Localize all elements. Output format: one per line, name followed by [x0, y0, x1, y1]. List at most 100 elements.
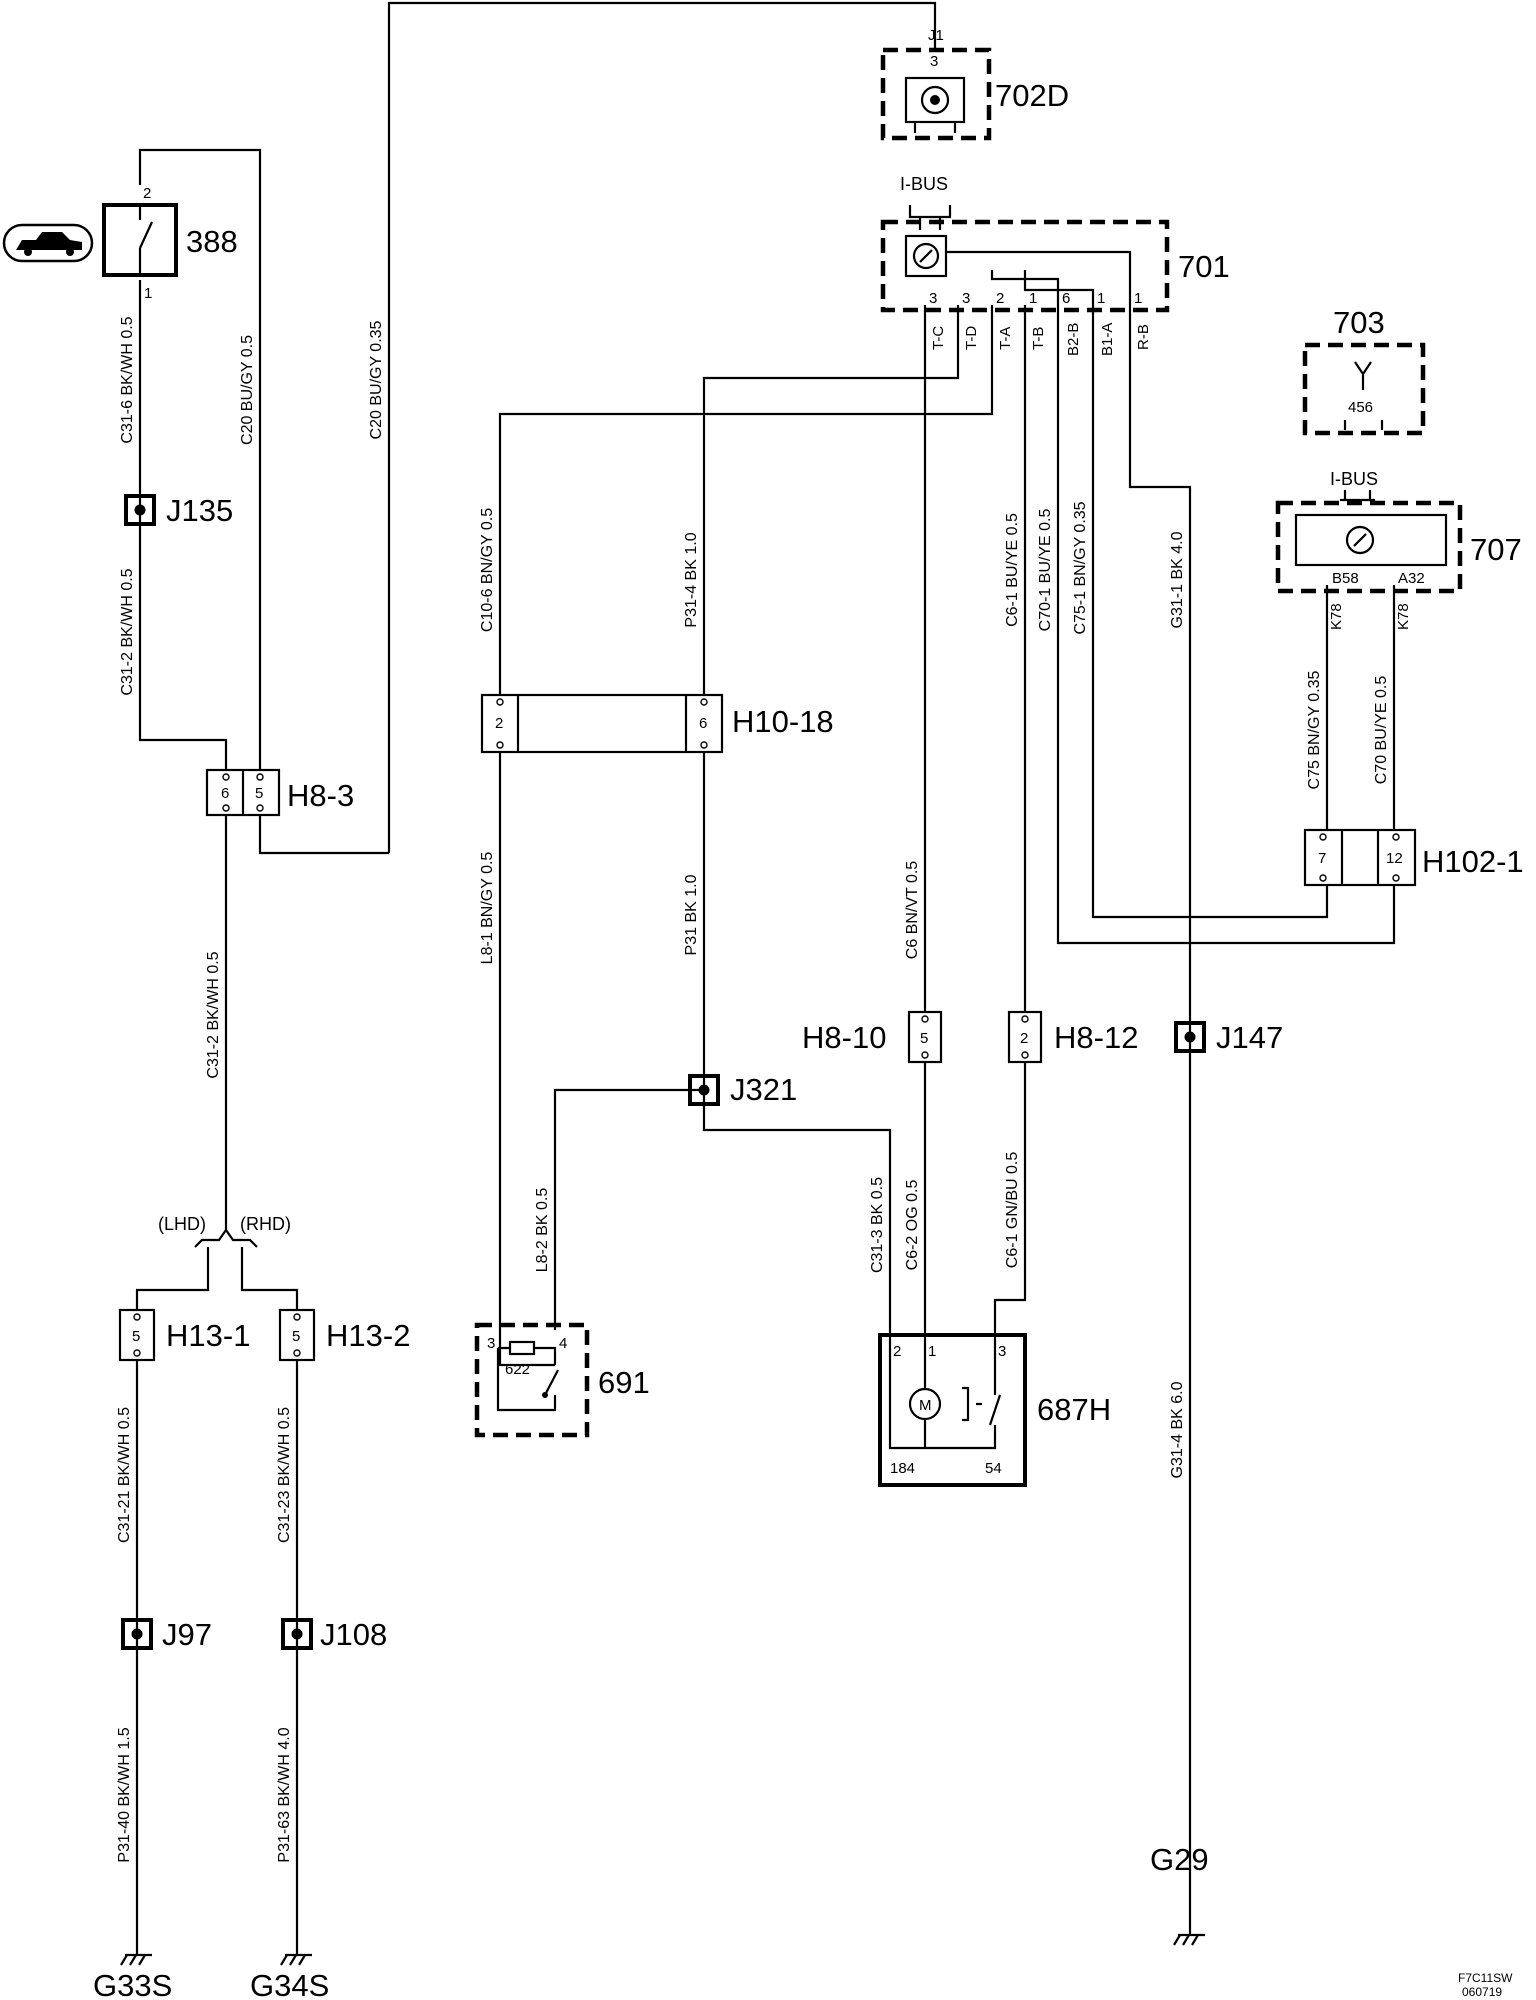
pin-687-1: 1 — [928, 1343, 936, 1360]
label-j108: J108 — [320, 1617, 387, 1652]
motor-letter: M — [919, 1397, 932, 1414]
pin-702d: 3 — [930, 53, 938, 70]
wire-label-c20-035: C20 BU/GY 0.35 — [368, 320, 385, 439]
label-g29: G29 — [1150, 1842, 1209, 1877]
wire-c75-1-loop — [1023, 270, 1329, 919]
wire-label-c70-1: C70-1 BU/YE 0.5 — [1037, 509, 1054, 632]
wire-label-p31: P31 BK 1.0 — [683, 874, 700, 955]
pin-701-td: 3 — [962, 290, 970, 307]
label-h8-3: H8-3 — [287, 778, 354, 813]
ground-g29: G29 — [1150, 1842, 1209, 1946]
component-703: 703 456 — [1302, 305, 1426, 436]
variant-rhd: (RHD) — [240, 1214, 291, 1234]
pin-h10-18-b: 6 — [699, 715, 707, 732]
component-702d-feet — [913, 122, 957, 133]
connector-h13-1: 5 H13-1 — [118, 1308, 250, 1362]
wire-label-p31-4: P31-4 BK 1.0 — [683, 532, 700, 627]
component-687h-body — [878, 1333, 1027, 1487]
wire-label-c6: C6 BN/VT 0.5 — [904, 861, 921, 960]
term-701-tb: T-B — [1030, 327, 1047, 350]
label-j97: J97 — [162, 1617, 212, 1652]
wire-label-l8-1: L8-1 BN/GY 0.5 — [479, 852, 496, 965]
pin-j1: J1 — [928, 27, 944, 44]
wire-l8-2-bk — [553, 1088, 704, 1330]
pin-701-tc: 3 — [929, 290, 937, 307]
term-701-tc: T-C — [930, 326, 947, 350]
label-h10-18: H10-18 — [732, 704, 834, 739]
connector-h8-12: 2 H8-12 — [1007, 1010, 1138, 1064]
vehicle-wheel-icon — [24, 248, 32, 256]
pin-h102-1-b: 12 — [1386, 850, 1403, 867]
pin-h8-12: 2 — [1020, 1030, 1028, 1047]
component-388-contact — [138, 205, 153, 275]
footer-date: 060719 — [1462, 1985, 1502, 1999]
vehicle-icon — [16, 232, 82, 250]
wire-label-c75: C75 BN/GY 0.35 — [1306, 670, 1323, 789]
wire-network — [135, 1, 1396, 1955]
wire-label-c75-1: C75-1 BN/GY 0.35 — [1072, 501, 1089, 634]
wire-c6-td — [702, 305, 960, 695]
label-h8-12: H8-12 — [1054, 1020, 1138, 1055]
wire-c6-1-gnbu — [993, 1062, 1027, 1335]
component-707-outline — [1275, 500, 1463, 594]
pin-h8-3-a: 6 — [221, 785, 229, 802]
component-701-outline — [880, 219, 1170, 313]
ground-icon — [120, 1953, 152, 1966]
pin-701-b1a: 1 — [1097, 290, 1105, 307]
pin-h8-10: 5 — [920, 1030, 928, 1047]
wire-label-c20-05: C20 BU/GY 0.5 — [239, 335, 256, 445]
vehicle-wheel-icon — [66, 248, 74, 256]
component-388: 2 1 388 — [2, 185, 238, 302]
speaker-icon — [920, 85, 950, 115]
wire-label-c31-2-bottom: C31-2 BK/WH 0.5 — [205, 951, 222, 1078]
component-701: I-BUS 701 3 3 2 1 6 1 1 T-C T-D T-A T-B … — [880, 174, 1230, 356]
component-707-module — [1294, 513, 1448, 567]
wire-label-c10-6: C10-6 BN/GY 0.5 — [479, 508, 496, 632]
term-701-rb: R-B — [1135, 324, 1152, 350]
footer-code: F7C11SW — [1458, 1971, 1513, 1985]
component-691-circuit — [496, 1346, 557, 1412]
label-j135: J135 — [166, 493, 233, 528]
ibus-label-701: I-BUS — [900, 174, 948, 194]
component-701-bus — [946, 250, 1132, 270]
term-707-b58: B58 — [1332, 570, 1359, 587]
component-703-outline — [1302, 342, 1426, 436]
term-701-ta: T-A — [997, 327, 1014, 350]
module-707-icon — [1345, 525, 1375, 555]
module-707-arrow-icon — [1353, 533, 1367, 547]
pin-388-top: 2 — [143, 185, 151, 202]
component-687h: 2 1 3 M 184 54 687H — [878, 1333, 1111, 1487]
wire-label-c31-2-top: C31-2 BK/WH 0.5 — [119, 568, 136, 695]
speaker-center-icon — [930, 95, 940, 105]
pin-701-rb: 1 — [1134, 290, 1142, 307]
variant-lhd: (LHD) — [158, 1214, 206, 1234]
label-701: 701 — [1178, 249, 1230, 284]
antenna-icon — [1354, 361, 1372, 390]
label-702d: 702D — [995, 78, 1069, 113]
wire-label-c31-21: C31-21 BK/WH 0.5 — [116, 1407, 133, 1543]
connector-h8-10: 5 H8-10 — [802, 1010, 943, 1064]
pin-h102-1-a: 7 — [1318, 850, 1326, 867]
component-687h-circuit — [888, 1335, 997, 1450]
wire-label-c6-1-gnbu: C6-1 GN/BU 0.5 — [1004, 1152, 1021, 1269]
pin-687-184: 184 — [890, 1460, 915, 1477]
variant-split: (LHD) (RHD) — [158, 1214, 291, 1248]
pin-h10-18-a: 2 — [495, 715, 503, 732]
connector-h8-3: 6 5 H8-3 — [205, 768, 354, 817]
pin-h8-3-b: 5 — [255, 785, 263, 802]
wire-label-c70: C70 BU/YE 0.5 — [1373, 676, 1390, 785]
component-703-feet — [1343, 420, 1384, 430]
junction-j97: J97 — [121, 1617, 212, 1652]
ibus-connector-701 — [908, 205, 952, 230]
component-702d-outline — [880, 47, 992, 141]
footer: F7C11SW 060719 — [1458, 1971, 1513, 1999]
label-h13-2: H13-2 — [326, 1318, 410, 1353]
term-707-k78b: K78 — [1395, 603, 1412, 630]
wire-label-g31-4: G31-4 BK 6.0 — [1169, 1381, 1186, 1478]
wire-label-c31-6: C31-6 BK/WH 0.5 — [119, 316, 136, 443]
pin-h13-2: 5 — [292, 1328, 300, 1345]
pin-388-bot: 1 — [144, 285, 152, 302]
wire-label-c31-3: C31-3 BK 0.5 — [869, 1177, 886, 1273]
component-691-switch — [544, 1369, 559, 1396]
